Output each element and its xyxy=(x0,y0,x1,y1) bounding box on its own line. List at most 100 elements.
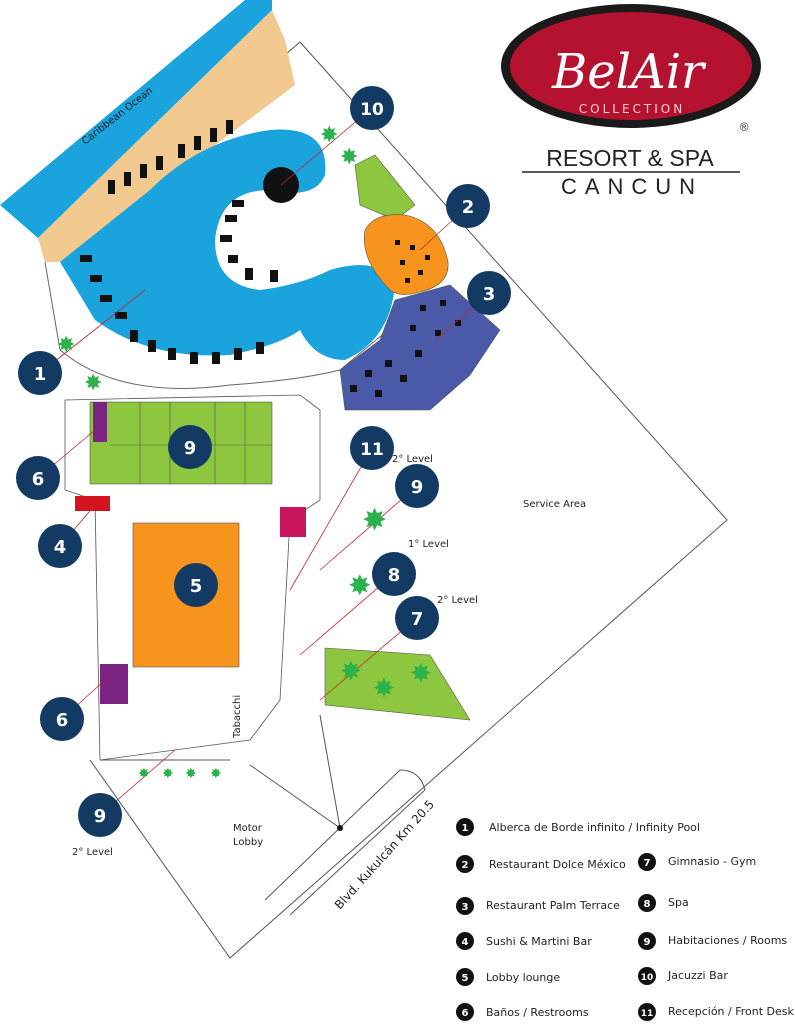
svg-text:11: 11 xyxy=(641,1009,654,1019)
restaurant-tables xyxy=(350,240,461,397)
svg-text:6: 6 xyxy=(56,710,69,731)
svg-text:Restaurant Palm Terrace: Restaurant Palm Terrace xyxy=(486,899,620,912)
svg-text:5: 5 xyxy=(462,973,469,984)
motor-lobby-label: Motor xyxy=(233,823,263,834)
infinity-pool xyxy=(60,129,395,360)
svg-text:✸: ✸ xyxy=(340,657,362,687)
svg-text:BelAir: BelAir xyxy=(551,44,707,100)
svg-text:6: 6 xyxy=(32,469,45,490)
svg-text:10: 10 xyxy=(641,973,654,983)
marker-rooms[interactable]: 9 xyxy=(395,464,439,508)
svg-text:11: 11 xyxy=(360,440,384,460)
marker-reception[interactable]: 11 xyxy=(350,426,394,470)
svg-text:CANCUN: CANCUN xyxy=(561,174,703,199)
svg-text:Spa: Spa xyxy=(668,896,689,909)
svg-text:10: 10 xyxy=(360,100,384,120)
svg-text:9: 9 xyxy=(184,438,197,459)
svg-text:Gimnasio - Gym: Gimnasio - Gym xyxy=(668,855,756,868)
svg-text:Lobby lounge: Lobby lounge xyxy=(486,971,560,984)
svg-text:3: 3 xyxy=(462,902,469,913)
svg-text:✸: ✸ xyxy=(185,766,197,782)
legend-item: 7 Gimnasio - Gym xyxy=(638,853,756,871)
legend: 1 Alberca de Borde infinito / Infinity Po… xyxy=(456,818,795,1021)
svg-text:9: 9 xyxy=(94,806,107,827)
level-1-label: 1° Level xyxy=(408,539,449,550)
gym-garden xyxy=(324,647,471,721)
svg-text:✸: ✸ xyxy=(210,766,222,782)
legend-item: 11 Recepción / Front Desk xyxy=(638,1003,795,1021)
service-area-label: Service Area xyxy=(523,499,586,510)
marker-dolce-mexico[interactable]: 2 xyxy=(446,184,490,228)
svg-text:✸: ✸ xyxy=(410,659,432,689)
svg-text:✸: ✸ xyxy=(373,674,395,704)
svg-text:✸: ✸ xyxy=(362,503,387,538)
legend-item: 6 Baños / Restrooms xyxy=(456,1003,589,1021)
svg-text:✸: ✸ xyxy=(57,333,75,358)
marker-gym[interactable]: 7 xyxy=(395,596,439,640)
marker-lobby-lounge[interactable]: 5 xyxy=(174,563,218,607)
svg-text:Restaurant Dolce México: Restaurant Dolce México xyxy=(489,858,626,871)
marker-palm-terrace[interactable]: 3 xyxy=(467,271,511,315)
marker-jacuzzi-bar[interactable]: 10 xyxy=(350,86,394,130)
restaurant-palm-terrace xyxy=(339,284,501,411)
svg-text:4: 4 xyxy=(462,937,469,948)
level-2-label: 2° Level xyxy=(392,454,433,465)
marker-restrooms[interactable]: 6 xyxy=(40,697,84,741)
svg-text:1: 1 xyxy=(34,364,47,385)
svg-text:2: 2 xyxy=(462,860,469,871)
svg-text:®: ® xyxy=(740,120,749,134)
marker-sushi-bar[interactable]: 4 xyxy=(38,524,82,568)
beach-sunbeds xyxy=(108,120,233,194)
marker-spa[interactable]: 8 xyxy=(372,552,416,596)
svg-text:✸: ✸ xyxy=(320,123,338,148)
svg-text:COLLECTION: COLLECTION xyxy=(579,102,685,116)
tabacchi-label: Tabacchi xyxy=(232,695,243,739)
level-2-label: 2° Level xyxy=(72,847,113,858)
restroom-top xyxy=(93,402,107,442)
svg-text:3: 3 xyxy=(483,284,496,305)
beach-area xyxy=(38,10,295,262)
svg-text:1: 1 xyxy=(462,823,469,834)
marker-rooms[interactable]: 9 xyxy=(78,793,122,837)
svg-text:8: 8 xyxy=(388,565,401,586)
svg-text:✸: ✸ xyxy=(138,766,150,782)
driveway xyxy=(264,769,426,916)
marker-restrooms[interactable]: 6 xyxy=(16,456,60,500)
svg-text:Alberca de Borde infinito / In: Alberca de Borde infinito / Infinity Poo… xyxy=(489,821,700,834)
svg-text:8: 8 xyxy=(644,899,651,910)
svg-text:✸: ✸ xyxy=(340,145,358,170)
svg-text:RESORT & SPA: RESORT & SPA xyxy=(546,145,714,171)
marker-rooms[interactable]: 9 xyxy=(168,425,212,469)
sushi-bar xyxy=(75,496,110,511)
garden-area xyxy=(354,154,416,221)
restaurant-dolce-mexico xyxy=(364,214,449,295)
svg-text:Sushi & Martini Bar: Sushi & Martini Bar xyxy=(486,935,592,948)
svg-text:✸: ✸ xyxy=(162,766,174,782)
legend-item: 1 Alberca de Borde infinito / Infinity Po… xyxy=(456,818,700,836)
svg-text:6: 6 xyxy=(462,1008,469,1019)
palm-tree-icons: ✸✸✸✸ ✸✸ ✸✸✸ ✸✸✸✸ xyxy=(57,123,432,782)
legend-item: 2 Restaurant Dolce México xyxy=(456,855,626,873)
svg-text:5: 5 xyxy=(190,576,203,597)
svg-text:Recepción / Front Desk: Recepción / Front Desk xyxy=(668,1005,795,1018)
legend-item: 4 Sushi & Martini Bar xyxy=(456,932,592,950)
motor-lobby-label: Lobby xyxy=(233,837,263,848)
svg-text:7: 7 xyxy=(644,858,651,869)
legend-item: 8 Spa xyxy=(638,894,689,912)
svg-text:Habitaciones / Rooms: Habitaciones / Rooms xyxy=(668,934,787,947)
belair-logo: BelAir COLLECTION ® RESORT & SPA CANCUN xyxy=(501,4,761,199)
legend-item: 3 Restaurant Palm Terrace xyxy=(456,897,620,915)
svg-text:✸: ✸ xyxy=(84,371,102,396)
reception xyxy=(280,507,306,537)
svg-text:9: 9 xyxy=(411,477,424,498)
svg-text:Baños / Restrooms: Baños / Restrooms xyxy=(486,1006,589,1019)
svg-text:4: 4 xyxy=(54,537,67,558)
svg-text:✸: ✸ xyxy=(348,569,371,602)
svg-text:7: 7 xyxy=(411,609,424,630)
level-2-label: 2° Level xyxy=(437,595,478,606)
svg-text:2: 2 xyxy=(462,197,475,218)
marker-infinity-pool[interactable]: 1 xyxy=(18,351,62,395)
